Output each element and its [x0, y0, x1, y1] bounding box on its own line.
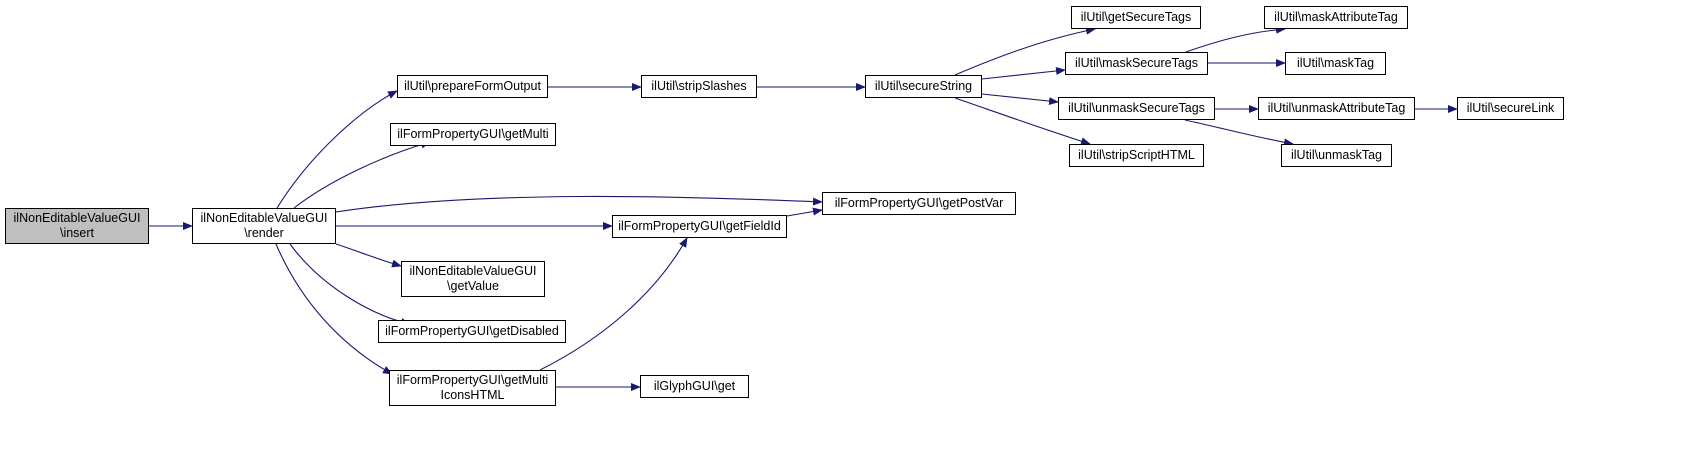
graph-node-n1[interactable]: ilNonEditableValueGUI\render — [192, 208, 336, 244]
graph-node-n17[interactable]: ilUtil\unmaskAttributeTag — [1258, 97, 1415, 120]
graph-node-n2[interactable]: ilUtil\prepareFormOutput — [397, 75, 548, 98]
graph-node-n11[interactable]: ilUtil\getSecureTags — [1071, 6, 1201, 29]
node-label-line: ilUtil\unmaskSecureTags — [1068, 101, 1205, 115]
edge-n10-to-n13 — [981, 93, 1059, 106]
graph-node-n13[interactable]: ilUtil\unmaskSecureTags — [1058, 97, 1215, 120]
graph-node-n18[interactable]: ilUtil\unmaskTag — [1281, 144, 1392, 167]
edge-n10-to-n11 — [954, 26, 1096, 76]
node-label-line: ilUtil\stripScriptHTML — [1078, 148, 1195, 162]
node-label-line: ilNonEditableValueGUI — [409, 264, 537, 278]
graph-node-n10[interactable]: ilUtil\secureString — [865, 75, 982, 98]
node-label-line: ilFormPropertyGUI\getFieldId — [618, 219, 781, 233]
edge-n10-to-n12 — [981, 66, 1066, 80]
node-label-line: ilNonEditableValueGUI — [200, 211, 328, 225]
edge-n10-to-n14 — [954, 97, 1091, 146]
node-label-line: ilFormPropertyGUI\getDisabled — [385, 324, 559, 338]
node-label-line: \insert — [59, 226, 95, 240]
node-label-line: ilUtil\secureLink — [1466, 101, 1555, 115]
node-label-line: \getValue — [447, 279, 499, 293]
node-label-line: ilNonEditableValueGUI — [13, 211, 141, 225]
edge-n5-to-n4 — [786, 207, 823, 217]
node-label-line: ilFormPropertyGUI\getMulti — [397, 127, 549, 141]
graph-node-n4[interactable]: ilFormPropertyGUI\getPostVar — [822, 192, 1016, 215]
node-label-line: ilUtil\unmaskTag — [1290, 148, 1382, 162]
edge-n1-to-n4 — [335, 195, 823, 213]
graph-node-n7[interactable]: ilFormPropertyGUI\getDisabled — [378, 320, 566, 343]
node-label-line: IconsHTML — [440, 388, 505, 402]
graph-node-n20[interactable]: ilGlyphGUI\get — [640, 375, 749, 398]
edge-n1-to-n6 — [335, 243, 402, 268]
graph-node-n15[interactable]: ilUtil\maskAttributeTag — [1264, 6, 1408, 29]
node-label-line: ilUtil\maskAttributeTag — [1274, 10, 1398, 24]
node-label-line: ilFormPropertyGUI\getMulti — [396, 373, 549, 387]
edge-n8-to-n5 — [539, 237, 688, 371]
node-label-line: ilUtil\getSecureTags — [1080, 10, 1192, 24]
node-label-line: \render — [244, 226, 284, 240]
graph-node-n14[interactable]: ilUtil\stripScriptHTML — [1069, 144, 1204, 167]
edge-n1-to-n7 — [289, 243, 411, 326]
graph-node-n19[interactable]: ilUtil\secureLink — [1457, 97, 1564, 120]
graph-node-n9[interactable]: ilUtil\stripSlashes — [641, 75, 757, 98]
node-label-line: ilGlyphGUI\get — [653, 379, 736, 393]
node-label-line: ilUtil\secureString — [874, 79, 973, 93]
graph-node-n5[interactable]: ilFormPropertyGUI\getFieldId — [612, 215, 787, 238]
edge-n13-to-n18 — [1184, 119, 1294, 147]
edge-n1-to-n3 — [293, 140, 431, 209]
graph-node-n6[interactable]: ilNonEditableValueGUI\getValue — [401, 261, 545, 297]
graph-node-n3[interactable]: ilFormPropertyGUI\getMulti — [390, 123, 556, 146]
graph-node-n16[interactable]: ilUtil\maskTag — [1285, 52, 1386, 75]
edge-n1-to-n8 — [275, 243, 393, 375]
node-label-line: ilUtil\prepareFormOutput — [404, 79, 541, 93]
graph-node-n0: ilNonEditableValueGUI\insert — [5, 208, 149, 244]
node-label-line: ilUtil\maskTag — [1296, 56, 1375, 70]
node-label-line: ilFormPropertyGUI\getPostVar — [834, 196, 1004, 210]
edge-n12-to-n15 — [1185, 25, 1286, 53]
node-label-line: ilUtil\unmaskAttributeTag — [1267, 101, 1406, 115]
node-label-line: ilUtil\maskSecureTags — [1075, 56, 1198, 70]
node-label-line: ilUtil\stripSlashes — [651, 79, 747, 93]
graph-node-n12[interactable]: ilUtil\maskSecureTags — [1065, 52, 1208, 75]
edge-n1-to-n2 — [276, 90, 398, 209]
